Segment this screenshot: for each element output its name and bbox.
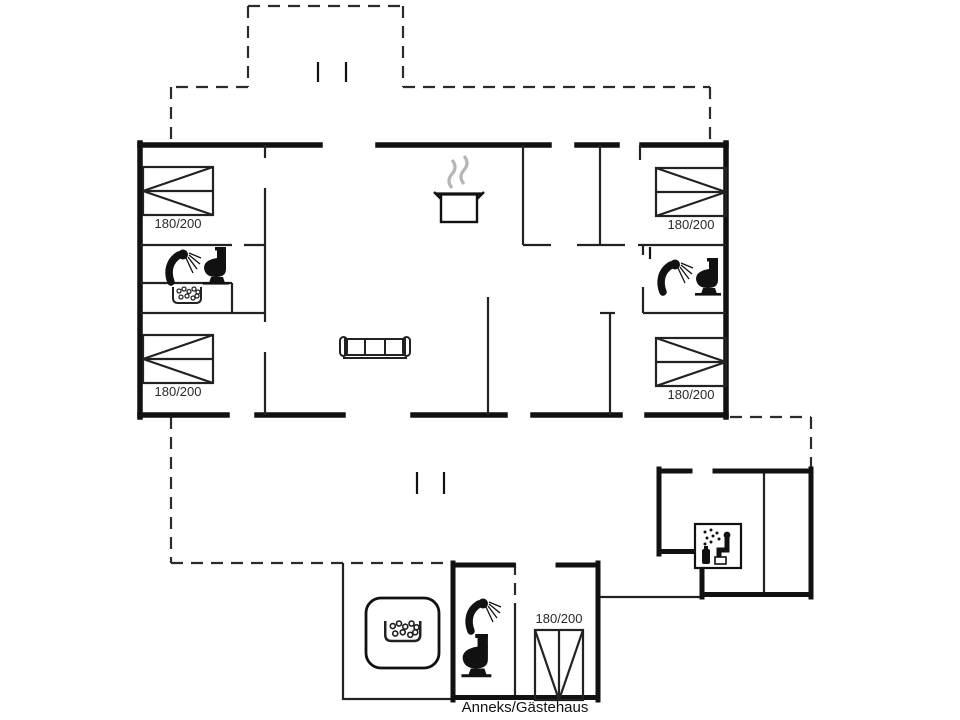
cooking-pot-steam-icon [432,154,486,224]
shower-icon [469,599,501,632]
whirlpool-bubbles-icon [172,286,202,304]
bed-size-label: 180/200 [154,216,202,231]
sauna-icon [695,524,741,568]
bed-icon [533,628,585,702]
door-marks [316,62,652,494]
hot-tub-icon [364,596,441,670]
annex-walls [450,560,601,703]
bed-icon [141,165,215,217]
terrace-dashed-outline [169,4,813,604]
toilet-icon [203,247,229,285]
main-house-walls [137,140,729,420]
bed-size-label: 180/200 [667,217,715,232]
bed-icon [654,166,728,218]
bed-icon [654,336,728,388]
toilet-icon [461,634,492,678]
sofa-icon [339,336,411,359]
annex-caption: Anneks/Gästehaus [461,699,589,716]
shower-icon [169,250,201,283]
shower-icon [661,260,693,293]
bed-size-label: 180/200 [667,387,715,402]
toilet-icon [695,258,721,296]
bed-size-label: 180/200 [535,611,583,626]
interior-walls [140,145,766,701]
bed-icon [141,333,215,385]
bed-size-label: 180/200 [154,384,202,399]
